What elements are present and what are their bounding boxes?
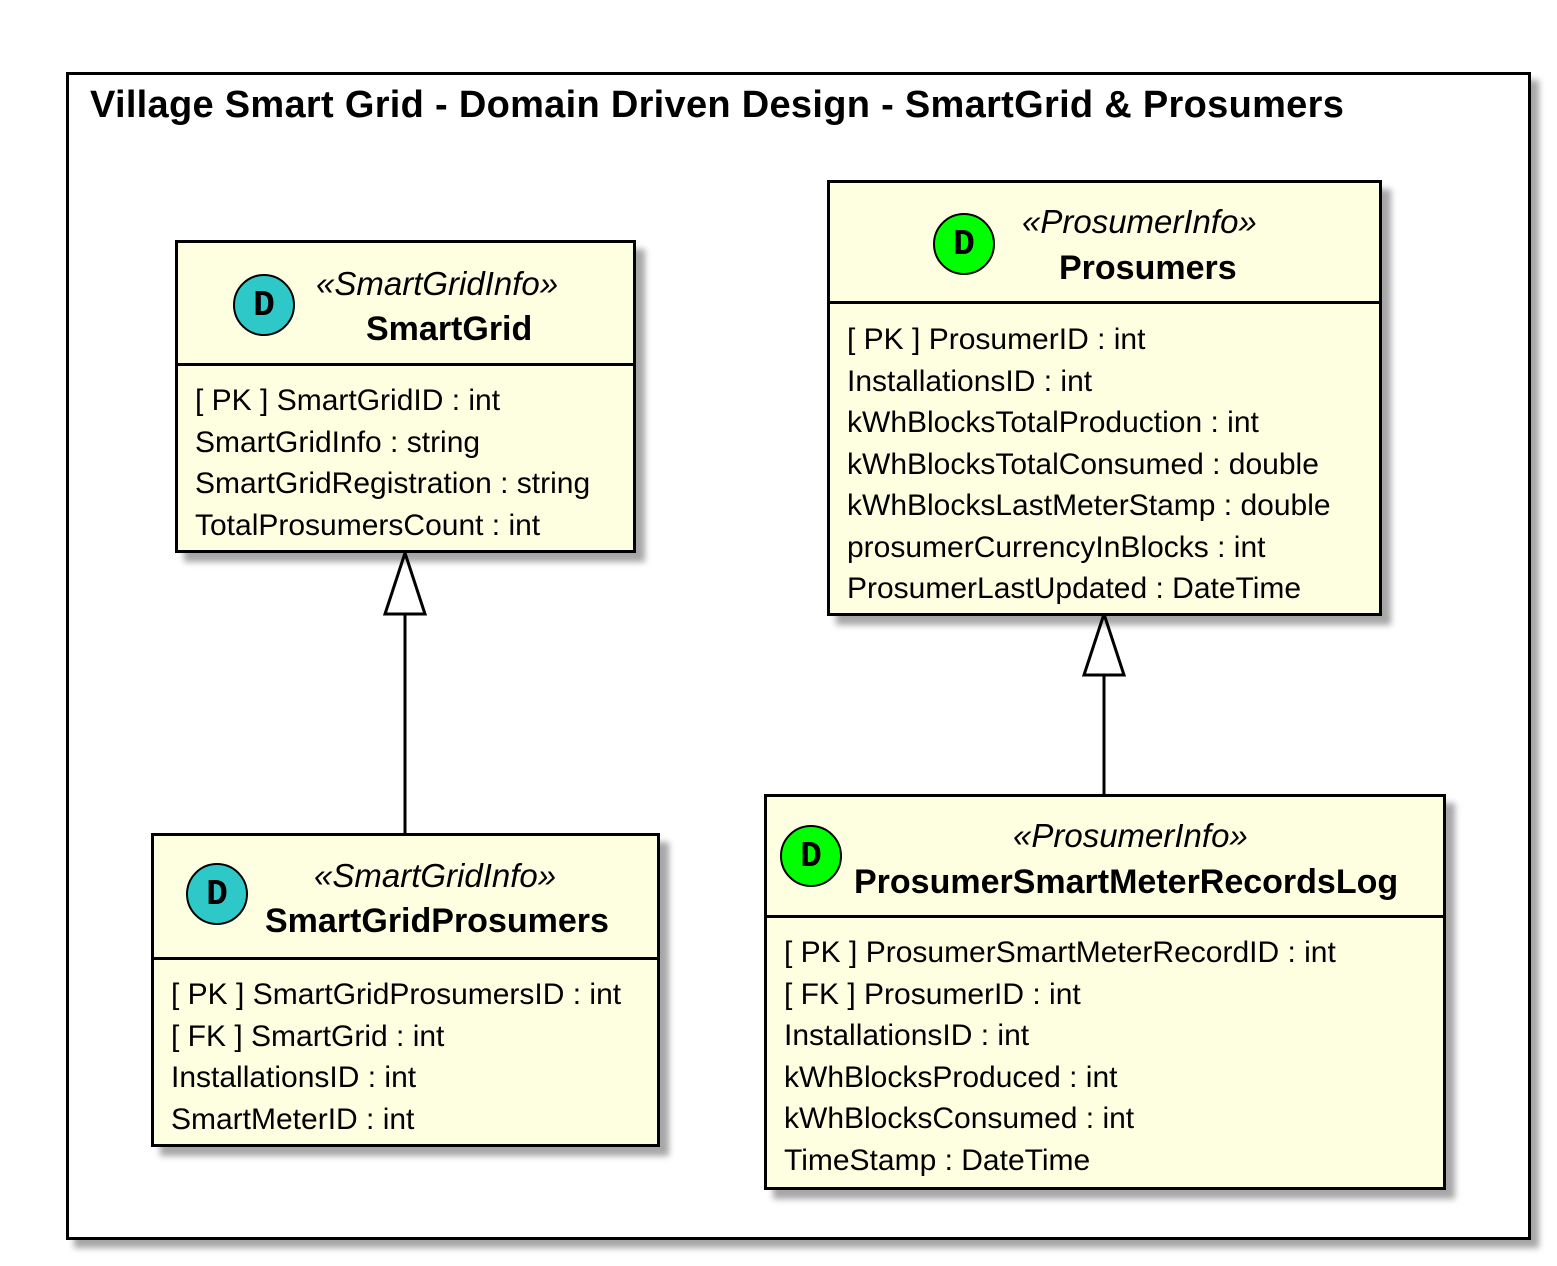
class-header: D «ProsumerInfo» Prosumers (830, 183, 1379, 304)
attribute: InstallationsID : int (171, 1061, 417, 1094)
entity-badge-icon: D (780, 825, 842, 887)
class-smartgridprosumers: D «SmartGridInfo» SmartGridProsumers [ P… (151, 833, 660, 1147)
attribute: [ PK ] ProsumerSmartMeterRecordID : int (784, 936, 1336, 969)
class-prosumers: D «ProsumerInfo» Prosumers [ PK ] Prosum… (827, 180, 1382, 616)
attribute: kWhBlocksLastMeterStamp : double (847, 489, 1331, 522)
class-smartgrid: D «SmartGridInfo» SmartGrid [ PK ] Smart… (175, 240, 636, 553)
attribute: [ FK ] SmartGrid : int (171, 1019, 445, 1053)
attribute: [ PK ] SmartGridProsumersID : int (171, 978, 622, 1011)
class-name: SmartGrid (366, 310, 533, 348)
class-header: D «SmartGridInfo» SmartGrid (178, 243, 633, 366)
attribute: SmartGridRegistration : string (195, 467, 591, 500)
attribute-list: [ PK ] SmartGridProsumersID : int [ FK ]… (154, 960, 657, 1140)
attribute: [ PK ] SmartGridID : int (195, 384, 501, 417)
class-name: Prosumers (1059, 249, 1237, 287)
attribute: kWhBlocksProduced : int (784, 1060, 1118, 1094)
attribute: TimeStamp : DateTime (784, 1143, 1091, 1177)
attribute: kWhBlocksTotalProduction : int (847, 406, 1259, 439)
attribute: kWhBlocksConsumed : int (784, 1102, 1135, 1135)
attribute: InstallationsID : int (784, 1019, 1030, 1052)
attribute: SmartGridInfo : string (195, 425, 481, 459)
diagram-title: Village Smart Grid - Domain Driven Desig… (90, 84, 1345, 126)
entity-badge-icon: D (933, 213, 995, 275)
attribute: InstallationsID : int (847, 364, 1093, 398)
generalization-smartgridprosumers-to-smartgrid (382, 548, 428, 833)
generalization-recordslog-to-prosumers (1081, 609, 1127, 794)
attribute-list: [ PK ] SmartGridID : int SmartGridInfo :… (178, 366, 633, 546)
class-header: D «SmartGridInfo» SmartGridProsumers (154, 836, 657, 960)
attribute: prosumerCurrencyInBlocks : int (847, 530, 1266, 564)
class-header: D «ProsumerInfo» ProsumerSmartMeterRecor… (767, 797, 1443, 918)
attribute-list: [ PK ] ProsumerID : int InstallationsID … (830, 304, 1379, 610)
attribute: kWhBlocksTotalConsumed : double (847, 447, 1319, 481)
class-name: ProsumerSmartMeterRecordsLog (854, 863, 1399, 901)
class-name: SmartGridProsumers (265, 902, 609, 940)
entity-badge-icon: D (233, 274, 295, 336)
attribute: [ PK ] ProsumerID : int (847, 323, 1146, 356)
attribute: [ FK ] ProsumerID : int (784, 977, 1081, 1011)
stereotype-label: «SmartGridInfo» (314, 857, 557, 894)
attribute: ProsumerLastUpdated : DateTime (847, 572, 1302, 605)
entity-badge-icon: D (186, 863, 248, 925)
stereotype-label: «ProsumerInfo» (1013, 817, 1248, 854)
class-prosumersmartmeterrecordslog: D «ProsumerInfo» ProsumerSmartMeterRecor… (764, 794, 1446, 1190)
stereotype-label: «SmartGridInfo» (316, 265, 559, 302)
attribute: SmartMeterID : int (171, 1102, 415, 1136)
attribute-list: [ PK ] ProsumerSmartMeterRecordID : int … (767, 918, 1443, 1181)
attribute: TotalProsumersCount : int (195, 508, 541, 542)
stereotype-label: «ProsumerInfo» (1022, 203, 1257, 240)
